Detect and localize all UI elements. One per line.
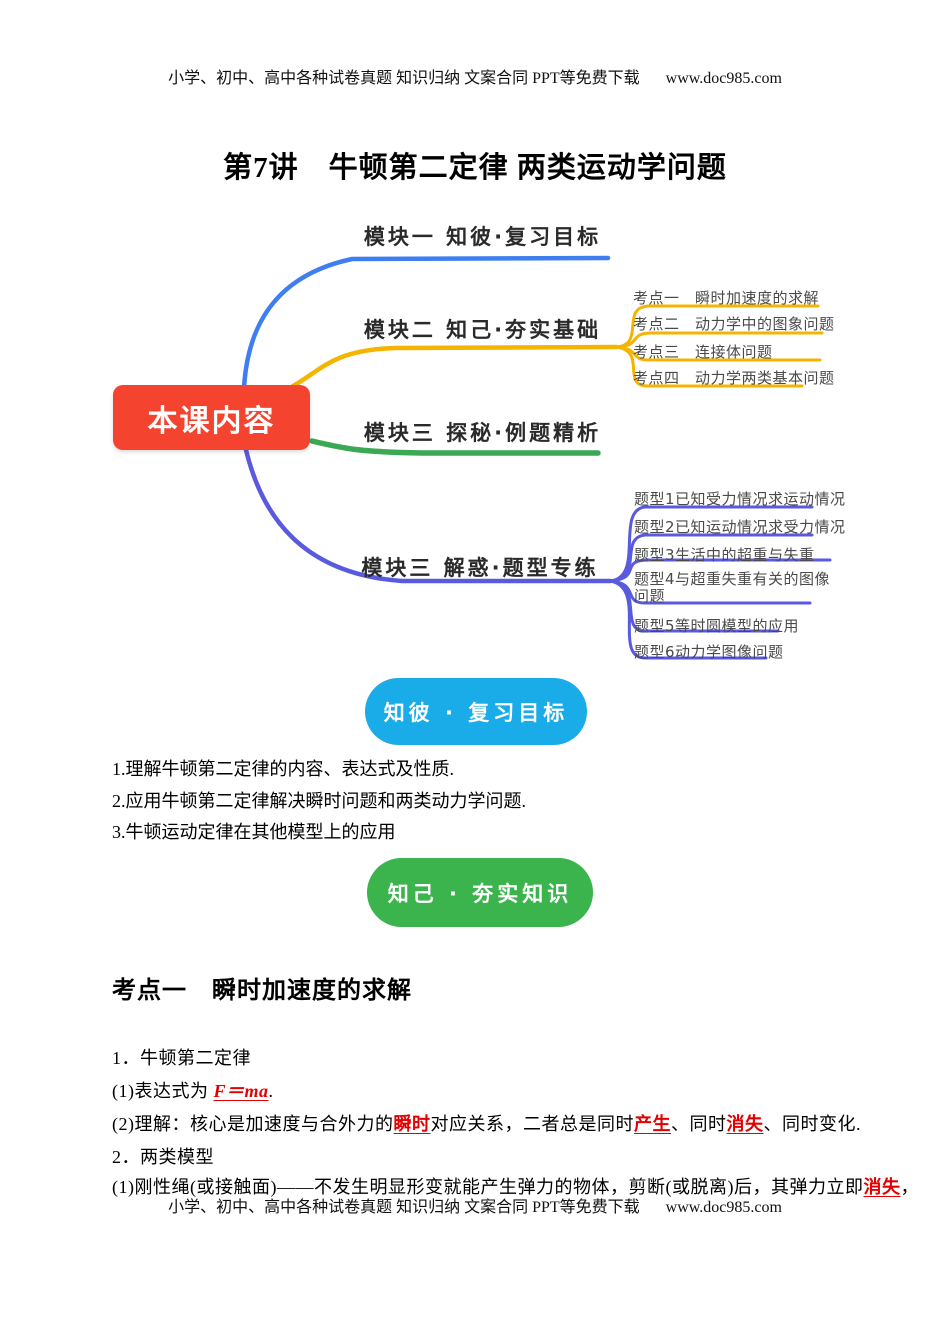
- body-line-4: 2．两类模型: [112, 1147, 214, 1167]
- goal-item-2: 2.应用牛顿第二定律解决瞬时问题和两类动力学问题.: [112, 790, 526, 811]
- review-goals-badge: 知彼 · 复习目标: [365, 678, 587, 745]
- goal-item-1: 1.理解牛顿第二定律的内容、表达式及性质.: [112, 759, 454, 779]
- mindmap-node-tixing5: 题型5等时圆模型的应用: [634, 617, 800, 635]
- mindmap-branch1-label: 模块一 知彼·复习目标: [363, 225, 602, 249]
- body-line-2: (1)表达式为 F＝ma.: [112, 1077, 922, 1103]
- line2-text: (1)表达式为: [112, 1081, 214, 1101]
- review-goals-list: 1.理解牛顿第二定律的内容、表达式及性质. 2.应用牛顿第二定律解决瞬时问题和两…: [112, 754, 526, 849]
- line5-text-end: ，: [900, 1177, 919, 1197]
- mindmap-branch4-label: 模块三 解惑·题型专练: [361, 556, 599, 580]
- body-line-1: 1．牛顿第二定律: [112, 1048, 251, 1068]
- line3-text-3: 、同时: [671, 1114, 727, 1134]
- page-footer: 小学、初中、高中各种试卷真题 知识归纳 文案合同 PPT等免费下载 www.doc…: [0, 1193, 950, 1217]
- goal-item-3: 3.牛顿运动定律在其他模型上的应用: [112, 822, 396, 842]
- section-heading: 考点一 瞬时加速度的求解: [112, 977, 412, 1004]
- line2-text-end: .: [268, 1081, 274, 1101]
- header-text: 小学、初中、高中各种试卷真题 知识归纳 文案合同 PPT等免费下载: [168, 70, 640, 87]
- mindmap-node-tixing4: 题型4与超重失重有关的图像问题: [634, 570, 831, 605]
- mindmap-node-kaodian2: 考点二 动力学中的图象问题: [633, 315, 835, 333]
- mindmap-root-node: 本课内容: [113, 385, 310, 450]
- line3-text-2: 对应关系，二者总是同时: [430, 1114, 634, 1134]
- mindmap-branch3-label: 模块三 探秘·例题精析: [363, 421, 602, 445]
- mindmap-branch2-label: 模块二 知己·夯实基础: [363, 318, 602, 342]
- footer-url[interactable]: www.doc985.com: [665, 1199, 782, 1216]
- footer-text: 小学、初中、高中各种试卷真题 知识归纳 文案合同 PPT等免费下载: [168, 1199, 640, 1216]
- mindmap-node-kaodian1: 考点一 瞬时加速度的求解: [633, 289, 820, 307]
- review-goals-badge-label: 知彼 · 复习目标: [383, 700, 569, 725]
- mindmap-root-label: 本课内容: [147, 404, 276, 438]
- body-line-3: (2)理解：核心是加速度与合外力的瞬时对应关系，二者总是同时产生、同时消失、同时…: [112, 1110, 922, 1136]
- mindmap-node-tixing3: 题型3生活中的超重与失重: [634, 546, 815, 564]
- mindmap-node-kaodian4: 考点四 动力学两类基本问题: [633, 369, 835, 387]
- branch2-line: [290, 344, 619, 389]
- keyword-xiaoshi-2: 消失: [863, 1177, 901, 1197]
- mindmap-node-tixing6: 题型6动力学图像问题: [634, 643, 784, 661]
- line3-text: (2)理解：核心是加速度与合外力的: [112, 1114, 394, 1134]
- formula-f-ma: F＝ma: [213, 1081, 269, 1101]
- mindmap-node-tixing2: 题型2已知运动情况求受力情况: [634, 518, 846, 536]
- basics-badge: 知己 · 夯实知识: [367, 858, 593, 927]
- line3-text-end: 、同时变化.: [763, 1114, 861, 1134]
- header-url[interactable]: www.doc985.com: [665, 70, 782, 87]
- keyword-xiaoshi-1: 消失: [726, 1114, 764, 1134]
- mindmap-node-tixing1: 题型1已知受力情况求运动情况: [634, 490, 846, 508]
- line5-text: (1)刚性绳(或接触面)——不发生明显形变就能产生弹力的物体，剪断(或脱离)后，…: [112, 1177, 864, 1197]
- keyword-chansheng: 产生: [634, 1114, 671, 1134]
- page-header: 小学、初中、高中各种试卷真题 知识归纳 文案合同 PPT等免费下载 www.doc…: [0, 64, 950, 88]
- page-title: 第7讲 牛顿第二定律 两类运动学问题: [223, 152, 727, 184]
- basics-badge-label: 知己 · 夯实知识: [387, 881, 573, 906]
- mindmap-node-kaodian3: 考点三 连接体问题: [633, 343, 773, 361]
- keyword-shunshi: 瞬时: [393, 1114, 431, 1134]
- body-line-5: (1)刚性绳(或接触面)——不发生明显形变就能产生弹力的物体，剪断(或脱离)后，…: [112, 1173, 922, 1199]
